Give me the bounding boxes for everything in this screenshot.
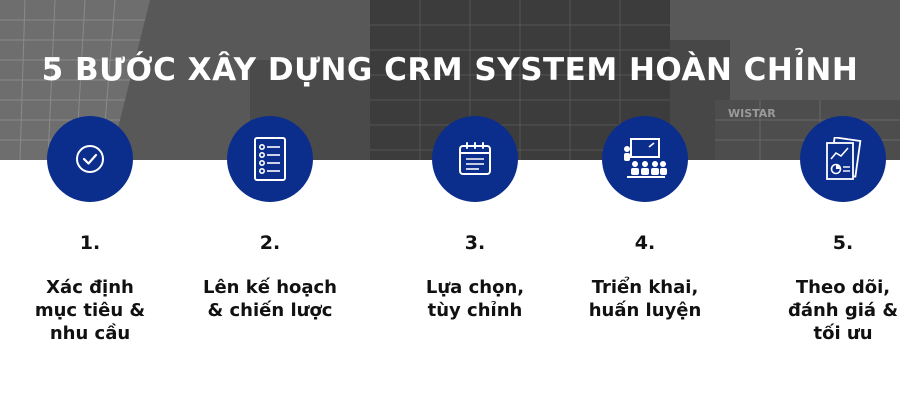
step-1-label: Xác định mục tiêu & nhu cầu — [34, 277, 146, 344]
step-2: 2. Lên kế hoạch & chiến lược — [180, 0, 360, 400]
step-4: 4. Triển khai, huấn luyện — [555, 0, 735, 400]
check-circle-icon — [76, 145, 104, 173]
buildings-photo: WISTAR — [0, 0, 900, 160]
step-3-label: Lựa chọn, tùy chỉnh — [425, 277, 525, 321]
step-2-number: 2. — [259, 232, 281, 254]
step-2-label: Lên kế hoạch & chiến lược — [202, 277, 337, 321]
page-title: 5 BƯỚC XÂY DỰNG CRM SYSTEM HOÀN CHỈNH — [41, 52, 859, 88]
step-5-number: 5. — [832, 232, 854, 254]
step-1-icon-circle — [47, 116, 133, 202]
step-4-icon-circle — [602, 116, 688, 202]
calendar-list-icon — [459, 142, 491, 175]
step-5-icon-circle — [800, 116, 886, 202]
checklist-icon — [254, 137, 286, 181]
hero-background: WISTAR 5 BƯỚC XÂY DỰNG CRM SYSTEM HOÀN C… — [0, 0, 900, 160]
step-3-icon-circle — [432, 116, 518, 202]
step-5-label: Theo dõi, đánh giá & tối ưu — [787, 277, 899, 344]
step-4-label: Triển khai, huấn luyện — [588, 277, 702, 321]
step-1: 1. Xác định mục tiêu & nhu cầu — [0, 0, 180, 400]
step-3-number: 3. — [464, 232, 486, 254]
step-2-icon-circle — [227, 116, 313, 202]
step-1-number: 1. — [79, 232, 101, 254]
analytics-report-icon — [826, 137, 862, 180]
building-sign: WISTAR — [728, 107, 776, 120]
presentation-training-icon — [624, 138, 667, 178]
step-5: 5. Theo dõi, đánh giá & tối ưu — [753, 0, 900, 400]
step-4-number: 4. — [634, 232, 656, 254]
step-3: 3. Lựa chọn, tùy chỉnh — [385, 0, 565, 400]
